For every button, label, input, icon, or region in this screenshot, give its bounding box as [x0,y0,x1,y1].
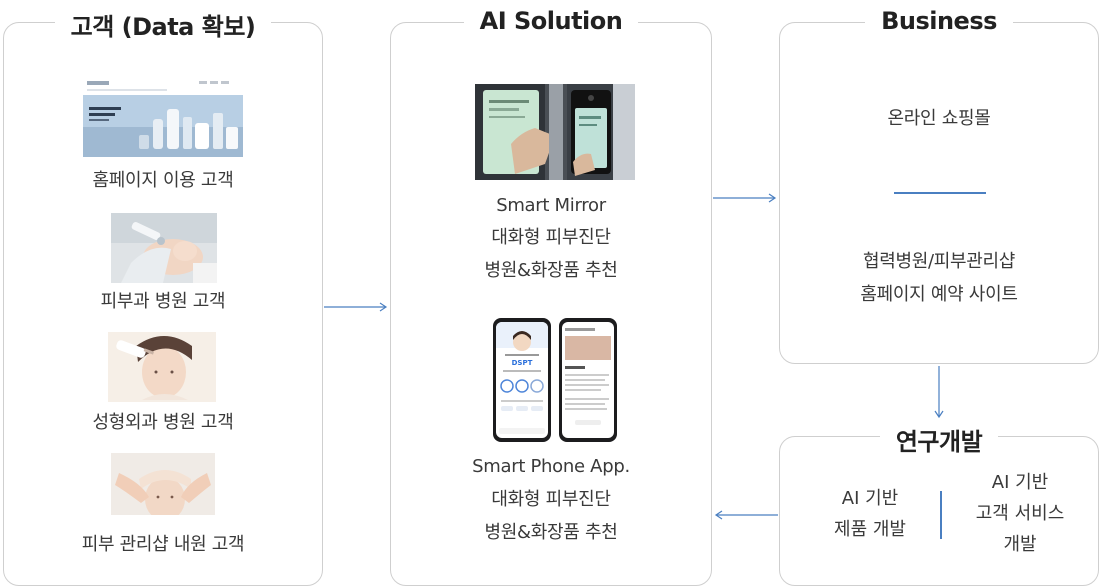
ai-solution-panel: AI Solution Smart Mirror 대화형 피부진단 병원&화장품… [390,7,712,586]
arrow-customers-to-solution [324,302,388,312]
business-divider [894,192,986,194]
customer-dermatology-label: 피부과 병원 고객 [100,291,226,312]
customer-plastic-surgery-label: 성형외과 병원 고객 [92,412,234,433]
customers-panel: 고객 (Data 확보) 홈페이지 이용 고객 [3,13,323,586]
rnd-right-line1: AI 기반 [991,472,1049,493]
homepage-screenshot [83,77,243,157]
smart-phone-desc2: 병원&화장품 추천 [484,522,618,543]
arrow-solution-to-business [713,193,777,203]
rnd-left-line2: 제품 개발 [834,519,906,540]
arrow-rnd-to-solution [714,510,778,520]
business-title: Business [865,7,1013,35]
rnd-right-line3: 개발 [1003,534,1037,555]
rnd-left-group: AI 기반 제품 개발 [800,483,940,545]
smart-mirror-desc2: 병원&화장품 추천 [484,260,618,281]
arrow-business-to-rnd [934,366,944,419]
business-panel: Business 온라인 쇼핑몰 협력병원/피부관리샵 홈페이지 예약 사이트 [779,7,1099,364]
smart-phone-desc1: 대화형 피부진단 [491,489,611,510]
skin-care-shop-photo [111,453,215,525]
rnd-left-line1: AI 기반 [841,488,899,509]
smart-mirror-title: Smart Mirror [496,195,606,216]
phone-screen-badge: DSPT [512,359,533,367]
rnd-panel: 연구개발 AI 기반 제품 개발 AI 기반 고객 서비스 개발 [779,428,1099,586]
business-partner-line2: 홈페이지 예약 사이트 [860,284,1018,305]
smart-phone-title: Smart Phone App. [472,456,630,477]
customer-skin-shop-label: 피부 관리샵 내원 고객 [81,534,245,555]
smart-phone-mockup: DSPT [491,316,621,444]
business-online-mall: 온라인 쇼핑몰 [887,108,991,129]
rnd-right-group: AI 기반 고객 서비스 개발 [950,467,1090,560]
rnd-divider [940,491,942,539]
plastic-surgery-photo [108,332,216,402]
customers-title: 고객 (Data 확보) [54,13,272,41]
smart-mirror-desc1: 대화형 피부진단 [491,227,611,248]
rnd-title: 연구개발 [879,428,999,456]
smart-mirror-photo [475,84,635,180]
dermatology-photo [111,213,217,283]
business-partner-line1: 협력병원/피부관리샵 [862,251,1016,272]
ai-solution-title: AI Solution [463,7,639,35]
rnd-right-line2: 고객 서비스 [975,503,1065,524]
customer-homepage-label: 홈페이지 이용 고객 [92,170,234,191]
